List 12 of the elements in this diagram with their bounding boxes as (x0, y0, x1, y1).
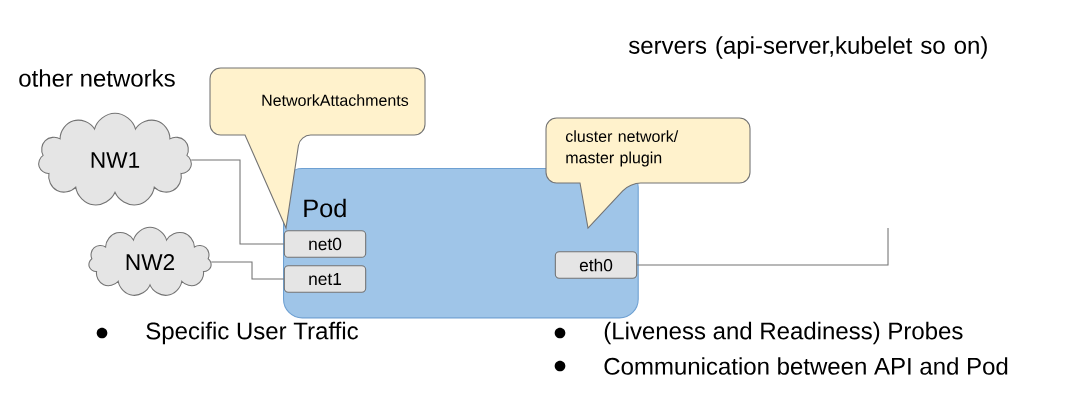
port-box: net1 (283, 265, 367, 293)
port-box: eth0 (554, 251, 638, 279)
port-box: net0 (283, 230, 367, 258)
connector-line (210, 261, 285, 280)
group-label: other networks (19, 69, 175, 87)
bullet-item: Specific User Traffic (96, 321, 359, 345)
bullet-item: Communication between API and Pod (554, 357, 1008, 375)
heading-text: servers (api-server,kubelet so on) (628, 36, 987, 59)
connector-line (636, 227, 889, 266)
connector-line (190, 159, 285, 245)
bullet-item: (Liveness and Readiness) Probes (554, 321, 963, 345)
callout-bubble: cluster network/ master plugin (545, 117, 751, 229)
